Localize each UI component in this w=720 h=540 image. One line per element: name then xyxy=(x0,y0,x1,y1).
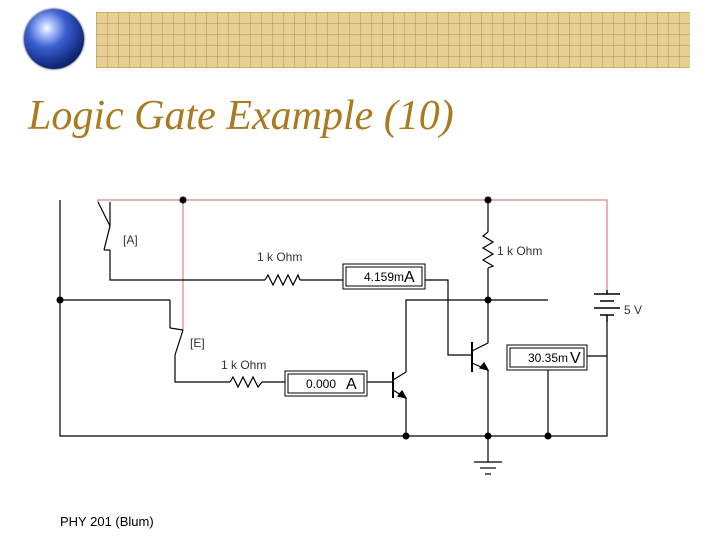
junction-dot xyxy=(484,432,492,440)
junction-dot xyxy=(544,432,552,440)
slide-title: Logic Gate Example (10) xyxy=(28,93,454,139)
voltmeter-value: 30.35m xyxy=(528,351,568,365)
resistor-3-label: 1 k Ohm xyxy=(221,358,266,372)
voltmeter: 30.35m V xyxy=(506,344,588,371)
battery xyxy=(594,290,620,322)
resistor-1-label: 1 k Ohm xyxy=(257,250,302,264)
resistor-3 xyxy=(229,375,263,389)
switch-b[interactable] xyxy=(169,327,184,356)
ammeter-1-unit: A xyxy=(404,269,415,286)
ammeter-2: 0.000 A xyxy=(284,370,368,397)
junction-dot xyxy=(402,432,410,440)
resistor-2 xyxy=(481,231,495,269)
switch-a-output-wire xyxy=(109,250,265,281)
ammeter-1-value: 4.159m xyxy=(364,270,404,284)
t1-collector-wire xyxy=(405,299,488,372)
ammeter-1: 4.159m A xyxy=(342,263,426,290)
junction-dot xyxy=(484,296,492,304)
switch-a[interactable] xyxy=(97,201,111,251)
junction-dot xyxy=(179,196,187,204)
slide-footer: PHY 201 (Blum) xyxy=(60,514,154,529)
switch-b-label: [E] xyxy=(190,336,205,350)
meter1-to-t2-base-wire xyxy=(425,279,472,356)
junction-dot xyxy=(56,296,64,304)
ground-rail-wire xyxy=(59,200,608,437)
wires xyxy=(59,200,608,462)
switch-a-label: [A] xyxy=(123,233,138,247)
switch-b-output-wire xyxy=(174,355,230,383)
junction-dots xyxy=(56,196,552,440)
ammeter-2-unit: A xyxy=(346,376,357,393)
junction-dot xyxy=(484,196,492,204)
globe-icon xyxy=(24,9,84,69)
voltmeter-unit: V xyxy=(570,350,581,367)
transistor-1 xyxy=(392,371,408,399)
resistor-2-label: 1 k Ohm xyxy=(497,244,542,258)
resistor-1 xyxy=(264,273,301,287)
world-map-banner xyxy=(96,12,690,68)
battery-label: 5 V xyxy=(624,303,642,317)
ground-symbol xyxy=(474,461,502,475)
transistor-2 xyxy=(471,342,490,372)
ammeter-2-value: 0.000 xyxy=(306,377,336,391)
